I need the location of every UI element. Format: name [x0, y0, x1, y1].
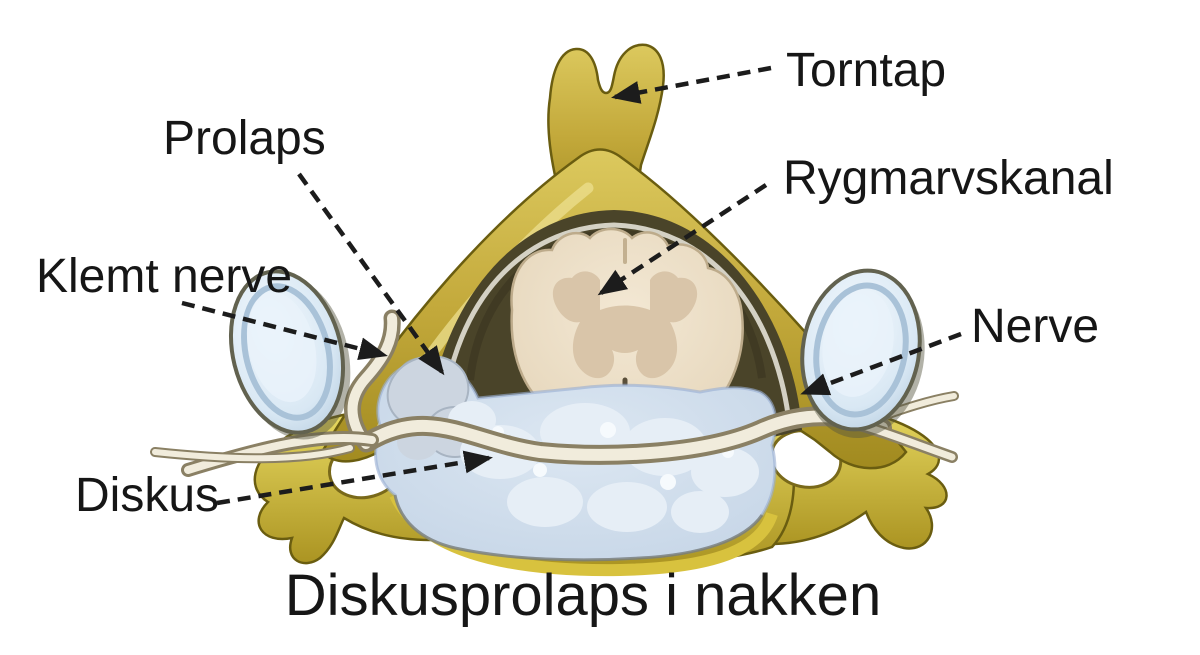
disc-dark-edge: [393, 494, 764, 562]
nerve-bands: [150, 309, 959, 477]
gray-matter: [552, 271, 698, 379]
disc-glints: [492, 422, 734, 490]
arrow-torntap: [611, 65, 772, 104]
arrow-diskus: [216, 450, 493, 506]
canal-membrane: [440, 222, 791, 415]
label-torntap: Torntap: [786, 44, 947, 97]
label-rygmarvskanal: Rygmarvskanal: [783, 152, 1114, 205]
label-diskus: Diskus: [75, 469, 220, 522]
arrow-rygmarvskanal: [597, 183, 768, 296]
label-arrows: [181, 65, 962, 506]
dura-band: [362, 410, 888, 461]
left-nerve-branch-2: [152, 445, 353, 462]
label-klemt-nerve: Klemt nerve: [36, 250, 293, 303]
label-prolaps: Prolaps: [163, 112, 326, 165]
spinal-cord: [510, 227, 744, 439]
arrow-klemt-nerve: [181, 300, 388, 360]
figure-title: Diskusprolaps i nakken: [284, 563, 882, 628]
arrow-nerve: [800, 331, 962, 396]
facet-joint-right: [800, 268, 925, 439]
facet-joint-left: [228, 269, 351, 440]
label-nerve: Nerve: [971, 300, 1100, 353]
pinched-nerve-root: [347, 313, 398, 449]
left-nerve-branch-1: [184, 433, 376, 474]
